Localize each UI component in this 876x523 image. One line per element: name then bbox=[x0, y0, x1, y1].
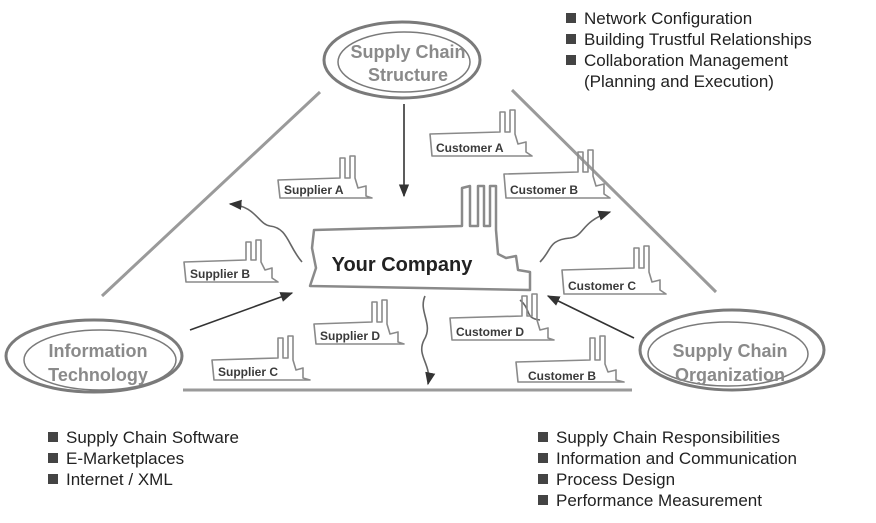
supplier-b-label: Supplier B bbox=[190, 267, 250, 281]
supplier-c-node: Supplier C bbox=[211, 335, 311, 381]
list-item: Supply Chain Responsibilities bbox=[538, 427, 797, 448]
list-item: Collaboration Management(Planning and Ex… bbox=[566, 50, 812, 92]
flow-to-customer-b bbox=[539, 210, 612, 263]
flow-to-supplier-a bbox=[228, 199, 303, 263]
information-technology-ellipse: Information Technology bbox=[4, 318, 184, 394]
it-label-line1: Information bbox=[49, 341, 148, 361]
flow-downward bbox=[421, 295, 436, 386]
your-company-label: Your Company bbox=[332, 254, 474, 276]
supplier-c-label: Supplier C bbox=[218, 365, 278, 379]
organization-bullet-list: Supply Chain Responsibilities Informatio… bbox=[538, 427, 797, 511]
structure-label-line1: Supply Chain bbox=[350, 42, 465, 62]
square-bullet-icon bbox=[48, 432, 58, 442]
arrow-from-organization bbox=[546, 295, 635, 339]
square-bullet-icon bbox=[48, 453, 58, 463]
list-item: Network Configuration bbox=[566, 8, 812, 29]
customer-a-label: Customer A bbox=[436, 141, 504, 155]
list-item: E-Marketplaces bbox=[48, 448, 239, 469]
supplier-d-node: Supplier D bbox=[313, 299, 405, 345]
list-item: Supply Chain Software bbox=[48, 427, 239, 448]
customer-b-top-label: Customer B bbox=[510, 183, 578, 197]
your-company-node: Your Company bbox=[308, 184, 532, 292]
organization-label-line2: Organization bbox=[675, 365, 785, 385]
structure-bullet-list: Network Configuration Building Trustful … bbox=[566, 8, 812, 92]
square-bullet-icon bbox=[538, 432, 548, 442]
supplier-a-label: Supplier A bbox=[284, 183, 344, 197]
customer-a-node: Customer A bbox=[429, 109, 533, 157]
square-bullet-icon bbox=[538, 474, 548, 484]
triangle-left-edge bbox=[100, 90, 322, 298]
customer-b-bottom-label: Customer B bbox=[528, 369, 596, 383]
arrow-from-it bbox=[189, 292, 294, 331]
customer-d-node: Customer D bbox=[449, 293, 555, 341]
it-label-line2: Technology bbox=[48, 365, 148, 385]
list-item: Performance Measurement bbox=[538, 490, 797, 511]
square-bullet-icon bbox=[538, 453, 548, 463]
list-item: Information and Communication bbox=[538, 448, 797, 469]
list-item: Building Trustful Relationships bbox=[566, 29, 812, 50]
supply-chain-structure-ellipse: Supply Chain Structure bbox=[322, 20, 482, 100]
organization-label-line1: Supply Chain bbox=[672, 341, 787, 361]
supplier-d-label: Supplier D bbox=[320, 329, 380, 343]
customer-b-bottom-node: Customer B bbox=[515, 335, 625, 383]
supplier-b-node: Supplier B bbox=[183, 239, 279, 283]
square-bullet-icon bbox=[566, 34, 576, 44]
customer-d-label: Customer D bbox=[456, 325, 524, 339]
customer-b-top-node: Customer B bbox=[503, 149, 611, 199]
customer-c-label: Customer C bbox=[568, 279, 636, 293]
square-bullet-icon bbox=[48, 474, 58, 484]
square-bullet-icon bbox=[566, 55, 576, 65]
list-item: Process Design bbox=[538, 469, 797, 490]
square-bullet-icon bbox=[538, 495, 548, 505]
supply-chain-organization-ellipse: Supply Chain Organization bbox=[638, 308, 826, 392]
supplier-a-node: Supplier A bbox=[277, 155, 373, 199]
square-bullet-icon bbox=[566, 13, 576, 23]
triangle-right-edge bbox=[510, 88, 718, 294]
structure-label-line2: Structure bbox=[368, 65, 448, 85]
it-bullet-list: Supply Chain Software E-Marketplaces Int… bbox=[48, 427, 239, 490]
customer-c-node: Customer C bbox=[561, 245, 667, 295]
list-item: Internet / XML bbox=[48, 469, 239, 490]
